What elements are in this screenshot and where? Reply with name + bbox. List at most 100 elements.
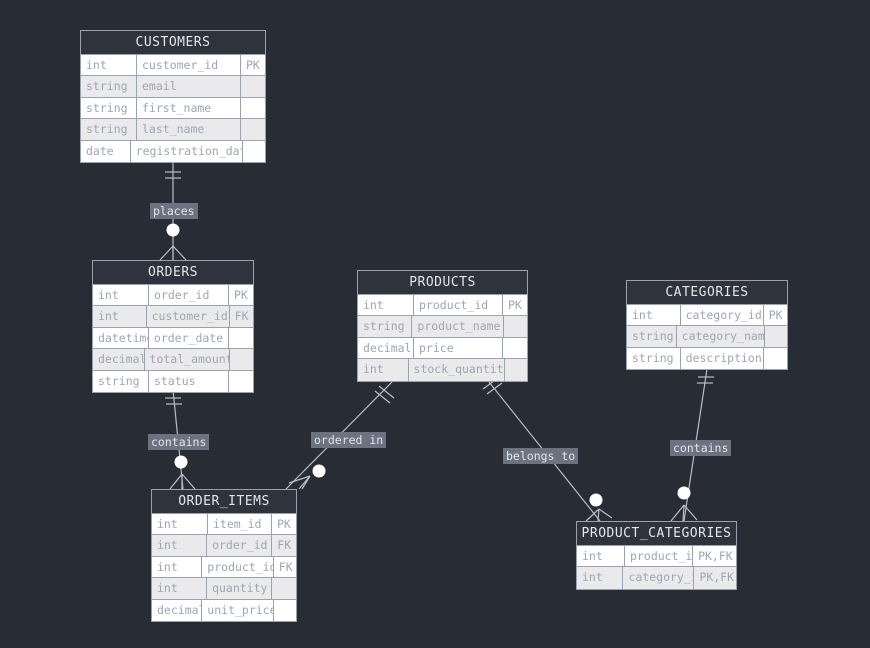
relationship-label-contains-right[interactable]: contains	[670, 440, 732, 456]
attribute-name: last_name	[137, 119, 241, 140]
attribute-type: int	[93, 306, 147, 327]
relationship-label-places[interactable]: places	[150, 203, 198, 219]
attribute-type: int	[577, 546, 626, 567]
attribute-key	[243, 141, 265, 162]
attribute-type: datetime	[93, 327, 149, 349]
attribute-type: string	[627, 326, 677, 347]
attribute-type: date	[81, 140, 131, 162]
attribute-key: PK,FK	[699, 570, 735, 585]
relationship-label-ordered-in[interactable]: ordered in	[311, 432, 387, 448]
attribute-name: order_id	[207, 535, 273, 556]
attribute-key	[503, 338, 527, 358]
attribute-type: string	[627, 347, 681, 370]
attribute-name: quantity	[207, 578, 273, 599]
attribute-key: PK	[246, 58, 260, 72]
attribute-type: string	[81, 97, 137, 119]
relationship-label-contains-left[interactable]: contains	[148, 434, 210, 450]
attribute-key	[241, 76, 265, 96]
attribute-key: PK	[277, 517, 291, 531]
attribute-type: int	[358, 295, 414, 316]
attribute-name: status	[149, 370, 229, 392]
attribute-key	[765, 326, 787, 346]
attribute-type: string	[358, 316, 413, 337]
relationship-contains-orders[interactable]	[165, 389, 196, 490]
entity-title-categories: CATEGORIES	[627, 281, 787, 305]
attribute-name: first_name	[137, 97, 241, 119]
relationship-label-belongs-to[interactable]: belongs to	[503, 448, 579, 464]
attribute-type: decimal	[93, 349, 145, 370]
attribute-type: string	[81, 119, 137, 140]
attribute-name: unit_price	[202, 599, 274, 621]
attribute-key	[229, 371, 253, 392]
attribute-key	[229, 328, 253, 348]
attribute-name: customer_id	[147, 306, 230, 327]
attribute-name: item_id	[208, 514, 272, 535]
attribute-key	[272, 578, 296, 598]
attribute-type: int	[152, 556, 203, 578]
attribute-name: product_name	[412, 316, 504, 337]
attribute-type: int	[577, 567, 624, 589]
attribute-type: int	[152, 578, 208, 599]
attribute-type: int	[627, 305, 681, 326]
entity-title-order_items: ORDER_ITEMS	[152, 490, 296, 514]
attribute-key: PK	[768, 308, 783, 322]
relationship-dot	[174, 455, 188, 469]
entity-title-orders: ORDERS	[93, 261, 253, 285]
attribute-type: int	[81, 55, 137, 76]
attribute-name: total_amount	[145, 349, 231, 370]
attribute-key	[764, 348, 787, 369]
attribute-name: registration_date	[131, 140, 243, 162]
entity-title-product_categories: PRODUCT_CATEGORIES	[577, 522, 736, 546]
entity-title-products: PRODUCTS	[358, 271, 527, 295]
attribute-key	[241, 119, 265, 139]
attribute-key: FK	[278, 559, 293, 574]
entity-title-customers: CUSTOMERS	[81, 31, 265, 55]
attribute-name: category_name	[677, 326, 765, 347]
attribute-type: int	[152, 514, 208, 535]
attribute-type: decimal	[152, 599, 203, 621]
attribute-type: string	[81, 76, 137, 97]
relationship-dot	[677, 486, 691, 500]
attribute-name: category_id	[623, 567, 695, 589]
attribute-name: product_id	[625, 546, 694, 567]
attribute-key	[230, 349, 253, 369]
attribute-name: product_id	[414, 295, 503, 316]
relationship-dot	[166, 223, 180, 237]
attribute-key: PK	[234, 288, 248, 302]
attribute-type: decimal	[358, 337, 414, 359]
attribute-key: PK,FK	[698, 549, 733, 563]
attribute-name: order_date	[149, 327, 230, 349]
attribute-name: email	[137, 76, 241, 97]
attribute-name: price	[414, 337, 503, 359]
attribute-key	[504, 316, 528, 336]
attribute-name: description	[681, 347, 764, 370]
attribute-name: stock_quantity	[409, 359, 505, 381]
